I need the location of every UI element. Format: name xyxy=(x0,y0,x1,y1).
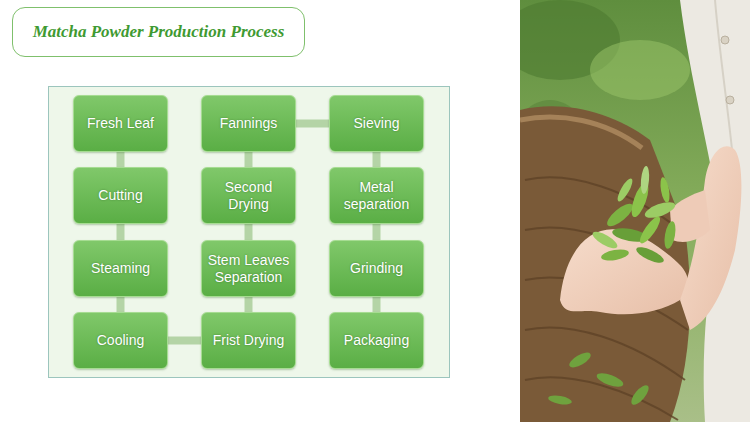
flow-connector xyxy=(117,224,125,240)
step-label: Frist Drying xyxy=(213,332,285,349)
process-box: Grinding xyxy=(329,240,424,297)
step-label: Cutting xyxy=(98,187,142,204)
flow-connector xyxy=(296,120,329,128)
process-box: Metal separation xyxy=(329,167,424,224)
title-box: Matcha Powder Production Process xyxy=(12,7,305,57)
process-box: Steaming xyxy=(73,240,168,297)
flow-connector xyxy=(117,297,125,312)
process-box: Packaging xyxy=(329,312,424,369)
flow-connector xyxy=(373,224,381,240)
tea-leaves-photo xyxy=(520,0,750,422)
step-label: Second Drying xyxy=(206,179,291,213)
step-label: Fresh Leaf xyxy=(87,115,154,132)
step-label: Cooling xyxy=(97,332,144,349)
step-label: Steaming xyxy=(91,260,150,277)
flow-connector xyxy=(245,224,253,240)
flow-connector xyxy=(117,152,125,167)
process-box: Frist Drying xyxy=(201,312,296,369)
process-box: Second Drying xyxy=(201,167,296,224)
process-box: Fresh Leaf xyxy=(73,95,168,152)
process-box: Sieving xyxy=(329,95,424,152)
step-label: Metal separation xyxy=(334,179,419,213)
step-label: Fannings xyxy=(220,115,278,132)
flow-connector xyxy=(168,337,201,345)
process-box: Cutting xyxy=(73,167,168,224)
flow-connector xyxy=(373,152,381,167)
step-label: Stem Leaves Separation xyxy=(206,252,291,286)
step-label: Sieving xyxy=(354,115,400,132)
process-box: Stem Leaves Separation xyxy=(201,240,296,297)
flow-connector xyxy=(245,152,253,167)
step-label: Packaging xyxy=(344,332,409,349)
diagram-title: Matcha Powder Production Process xyxy=(33,22,285,42)
step-label: Grinding xyxy=(350,260,403,277)
process-box: Fannings xyxy=(201,95,296,152)
flow-connector xyxy=(373,297,381,312)
process-box: Cooling xyxy=(73,312,168,369)
flow-connector xyxy=(245,297,253,312)
